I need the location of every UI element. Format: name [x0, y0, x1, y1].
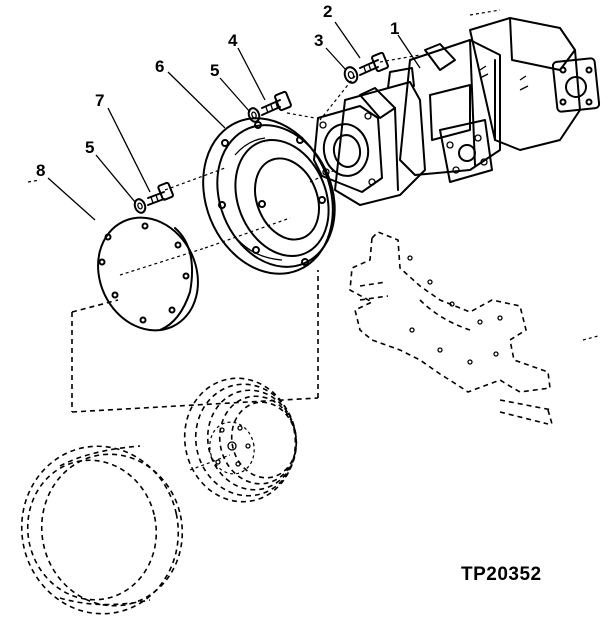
pump-assembly [313, 17, 601, 206]
reference-frame-dashed [71, 270, 319, 413]
engine-bracket-dashed [349, 231, 553, 425]
cover-plate-8 [97, 216, 199, 332]
figure-id: TP20352 [461, 564, 542, 585]
lock-washer-5-lower [133, 198, 147, 214]
adapter-housing-6 [202, 117, 336, 275]
lock-washer-5-upper [247, 107, 261, 123]
bell-housing-ring-dashed [20, 445, 184, 615]
leader-lines [47, 21, 421, 221]
lock-washer-3 [343, 66, 359, 84]
cap-screw-4 [261, 90, 292, 116]
alignment-centerlines [27, 9, 599, 471]
cap-screw-2 [359, 51, 389, 76]
callout-5-upper: 5 [210, 61, 219, 80]
callout-3: 3 [314, 31, 323, 50]
callout-5-lower: 5 [85, 138, 94, 157]
flywheel-dashed [183, 377, 298, 503]
callout-7: 7 [95, 91, 104, 110]
callout-6: 6 [155, 57, 164, 76]
callout-8: 8 [36, 161, 45, 180]
callout-1: 1 [390, 19, 399, 38]
callout-2: 2 [323, 2, 332, 21]
callout-4: 4 [228, 31, 238, 50]
cap-screw-7 [147, 181, 174, 206]
callout-labels: 1 2 3 4 5 6 7 5 8 [36, 2, 399, 180]
